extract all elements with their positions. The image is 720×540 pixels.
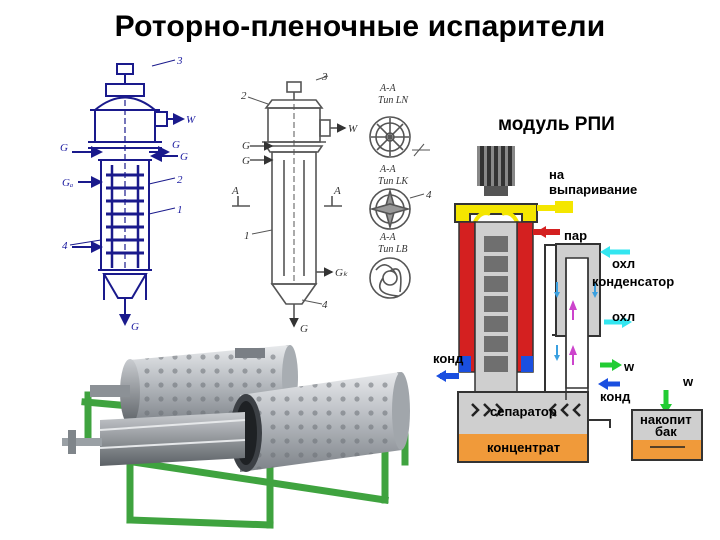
section-mark-a-right: A (333, 185, 341, 197)
label-separator: сепаратор (490, 404, 557, 419)
callout-2: 2 (177, 174, 183, 186)
evaporation-outlet-arrow (555, 201, 573, 213)
section-mark-a-left: A (231, 185, 239, 197)
label-w-tank: w (682, 374, 694, 389)
middle-drawing-labels: 3 2 1 4 W G G Gₖ G A A (231, 71, 358, 335)
motor (477, 146, 515, 196)
label-evaporation-1: на (549, 167, 565, 182)
label-steam: пар (564, 228, 587, 243)
mid-stream-w: W (348, 123, 358, 135)
module-labels: на выпаривание пар охл конденсатор охл к… (433, 167, 694, 455)
left-evaporator-drawing (69, 59, 185, 326)
label-condensate-left: конд (433, 351, 464, 366)
label-concentrate: концентрат (487, 440, 560, 455)
section-lk-type: Тип LK (378, 176, 409, 187)
left-drawing-labels: 3 2 1 4 W G G G Gₐ G (60, 55, 196, 333)
slide-title: Роторно-пленочные испарители (114, 10, 606, 43)
extracted-rotor (62, 412, 246, 466)
label-cool-bottom: охл (612, 309, 635, 324)
steam-jacket-right (516, 221, 534, 373)
section-views: А-А Тип LN А-А Тип LK А-А Тип LB 4 (369, 83, 432, 299)
stream-g-top: G (60, 142, 68, 154)
label-tank-1: накопит (640, 412, 692, 427)
module-title: модуль РПИ (498, 114, 615, 135)
stream-g-mid: G (172, 139, 180, 151)
section-lb (369, 257, 411, 299)
label-tank-2: бак (655, 424, 677, 439)
section-ln (369, 116, 411, 158)
concentrate-level (459, 434, 587, 461)
steam-jacket-left (458, 221, 476, 373)
label-cool-top: охл (612, 256, 635, 271)
label-w-right: w (623, 359, 635, 374)
label-condenser: конденсатор (592, 274, 674, 289)
section-ln-type: Тип LN (378, 95, 409, 106)
label-evaporation-2: выпаривание (549, 182, 637, 197)
callout-4: 4 (62, 240, 68, 252)
vapour-head (454, 203, 538, 223)
mid-callout-1: 1 (244, 230, 250, 242)
mid-stream-gk: Gₖ (335, 267, 348, 279)
rotor-segments (484, 236, 508, 372)
mid-stream-g1: G (242, 140, 250, 152)
section-lk (369, 188, 411, 230)
mid-callout-2: 2 (241, 90, 247, 102)
middle-evaporator-drawing (232, 75, 347, 328)
mid-callout-4: 4 (322, 299, 328, 311)
rpi-module-schematic: модуль РПИ (436, 114, 703, 463)
callout-1: 1 (177, 204, 183, 216)
section-callout-4: 4 (426, 189, 432, 201)
evaporator-photo (47, 335, 432, 540)
stream-w: W (186, 114, 196, 126)
section-ln-title: А-А (379, 83, 396, 94)
callout-3: 3 (176, 55, 183, 67)
mid-stream-g-bottom: G (300, 323, 308, 335)
stream-g-bottom: G (131, 321, 139, 333)
mid-callout-3: 3 (321, 71, 328, 83)
stream-g-d: Gₐ (62, 177, 73, 189)
section-lk-title: А-А (379, 164, 396, 175)
section-lb-title: А-А (379, 232, 396, 243)
mid-stream-g2: G (242, 155, 250, 167)
label-condensate-right: конд (600, 389, 631, 404)
section-lb-type: Тип LB (378, 244, 408, 255)
stream-g-right: G (180, 151, 188, 163)
